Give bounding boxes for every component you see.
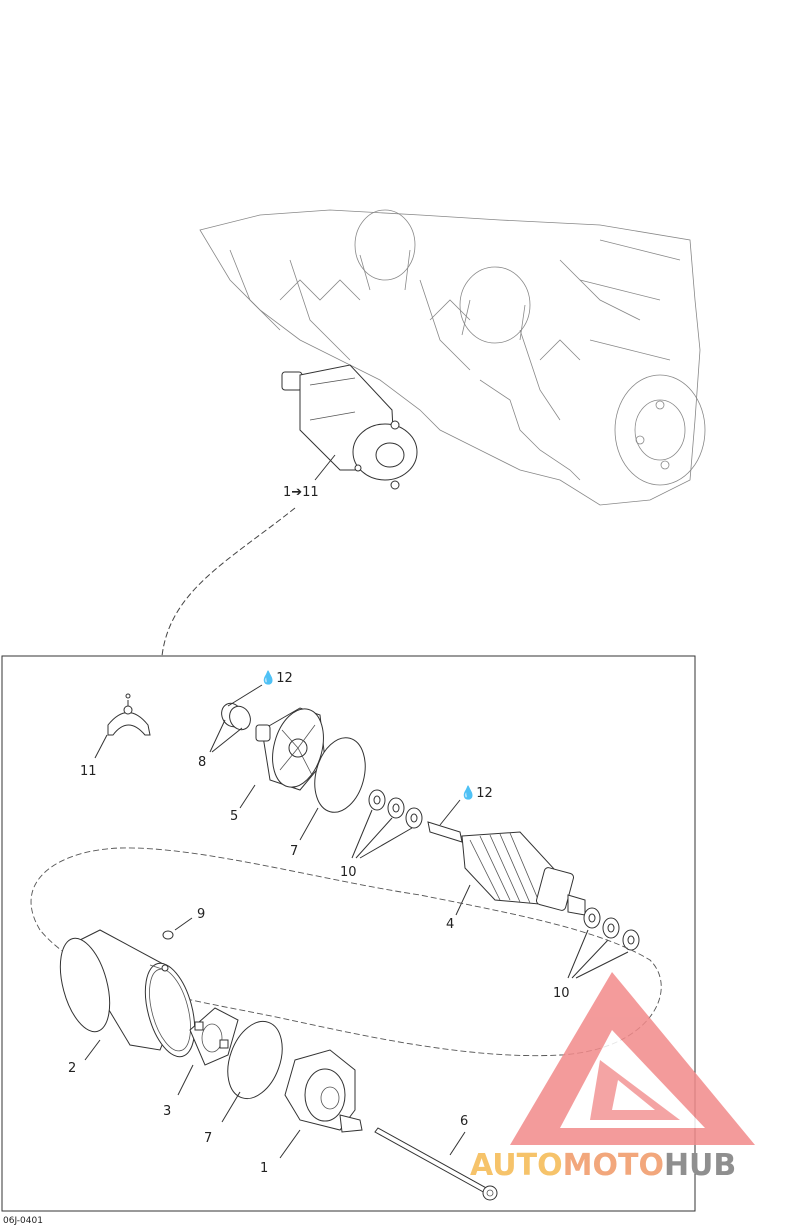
connector-line [161,507,296,657]
watermark-logo [510,972,755,1145]
callout-6: 6 [460,1114,468,1129]
part-10-washers-upper [368,789,423,829]
callout-7-lower: 7 [204,1131,212,1146]
top-callout: 1➔11 [283,485,319,500]
part-6-through-bolt [374,1127,498,1201]
callout-11: 11 [80,764,97,779]
part-7-o-ring-upper [314,737,366,813]
installed-starter [281,364,418,490]
part-2-yoke [59,929,196,1058]
part-1-end-housing [284,1049,363,1133]
callout-8: 8 [198,755,206,770]
part-8-o-rings [221,702,251,731]
part-7-o-ring-lower [227,1020,283,1100]
watermark-text: AUTOMOTOHUB [470,1148,736,1183]
part-3-brush-holder [189,1007,239,1066]
exploded-view-frame [1,655,696,1212]
callout-10-upper: 10 [340,865,357,880]
drawing-code: 06J-0401 [3,1216,43,1226]
callout-1: 1 [260,1161,268,1176]
assembly-dashed-loop [30,847,662,1057]
part-4-armature [427,821,586,916]
part-10-washers-lower [583,907,640,951]
callout-3: 3 [163,1104,171,1119]
callout-4: 4 [446,917,454,932]
engine-block-illustration [199,209,706,506]
part-11-bracket [107,693,151,736]
callout-9: 9 [197,907,205,922]
lube-mark-1: 💧12 [260,670,293,686]
callout-5: 5 [230,809,238,824]
part-9-seal [162,930,174,940]
part-5-drive-housing [255,707,326,791]
callout-7-upper: 7 [290,844,298,859]
callout-10-lower: 10 [553,986,570,1001]
callout-2: 2 [68,1061,76,1076]
lube-mark-2: 💧12 [460,785,493,801]
